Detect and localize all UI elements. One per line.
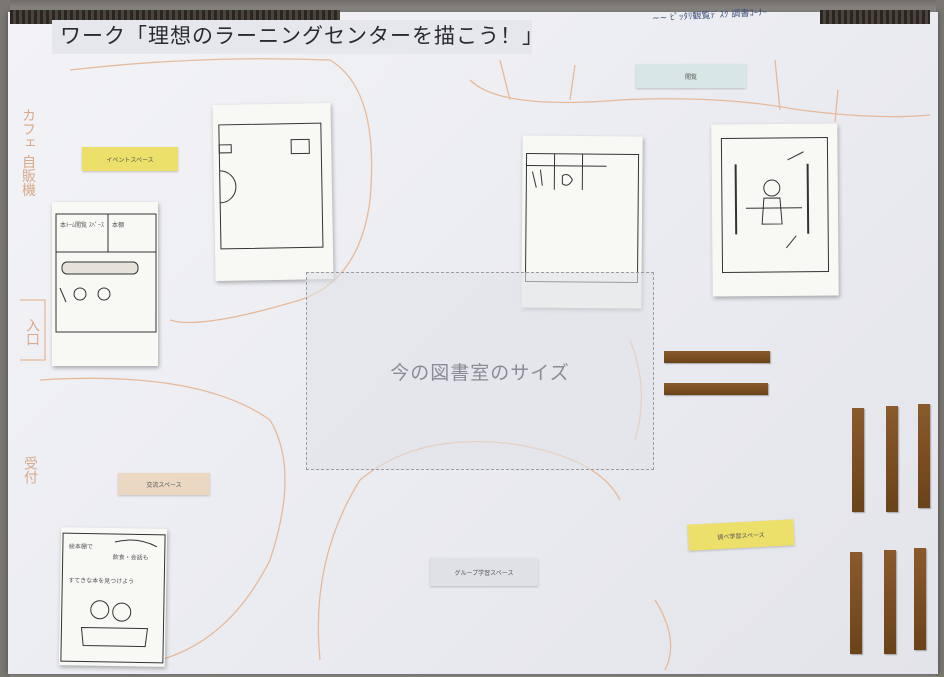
sketch-card-room (212, 102, 334, 282)
wall-left (0, 0, 10, 677)
sketch-card-study-desk (711, 123, 839, 297)
current-library-size-label: 今の図書室のサイズ (390, 361, 570, 384)
label-event-space: イベントスペース (82, 147, 178, 171)
margin-note-reception: 受付 (22, 456, 38, 484)
stick-vertical-6 (914, 548, 926, 650)
reading-space-sketch-drawing (55, 213, 157, 333)
stick-vertical-1 (852, 408, 864, 512)
card-heading-left: 本ﾄｰﾑ閲覧 ｽﾍﾟｰｽ (60, 222, 104, 229)
label-reading: 閲覧 (636, 64, 746, 88)
current-library-size-outline: 今の図書室のサイズ (306, 272, 654, 470)
title-backing (52, 20, 532, 54)
stick-horizontal-2 (664, 383, 768, 395)
stick-vertical-4 (850, 552, 862, 654)
card-note-food-chat: 飲食・会話も (112, 553, 149, 562)
room-sketch-drawing (218, 122, 324, 250)
label-exchange-space: 交流スペース (118, 473, 210, 495)
stick-vertical-3 (918, 404, 930, 508)
sketch-card-reading-space: 本ﾄｰﾑ閲覧 ｽﾍﾟｰｽ 本棚 (52, 202, 158, 366)
stick-vertical-5 (884, 550, 896, 654)
study-desk-sketch-drawing (720, 137, 830, 273)
wall-right (936, 0, 944, 677)
poster-title: ワーク「理想のラーニングセンターを描こう！」 (60, 24, 544, 48)
stick-horizontal-1 (664, 351, 770, 363)
picture-books-sketch-drawing (60, 532, 166, 664)
card-note-picture-books: 絵本棚で (68, 543, 93, 551)
card-note-find-books: すてきな本を見つけよう (68, 577, 135, 586)
margin-note-cafe: カフェ 自販機 (20, 108, 36, 197)
card-heading-right: 本棚 (112, 222, 125, 229)
tape-strip-right (820, 10, 930, 24)
label-research-space: 調べ学習スペース (687, 519, 795, 551)
sketch-card-picture-books: 絵本棚で すてきな本を見つけよう 飲食・会話も (58, 527, 168, 667)
stick-vertical-2 (886, 406, 898, 512)
margin-note-entrance: 入口 (24, 318, 40, 346)
label-group-study-space: グループ学習スペース (430, 558, 538, 586)
